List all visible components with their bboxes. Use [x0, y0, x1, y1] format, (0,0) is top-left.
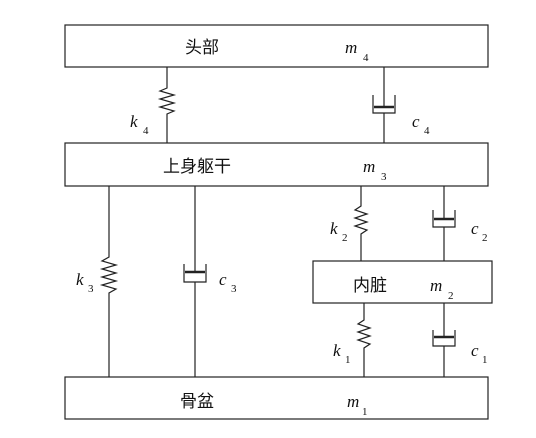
c2-symbol: c — [471, 219, 479, 238]
head-block: 头部 m 4 — [64, 24, 489, 68]
damper-c2: c 2 — [432, 186, 488, 261]
k4-subscript: 4 — [143, 125, 149, 137]
c4-subscript: 4 — [424, 125, 430, 137]
c1-symbol: c — [471, 341, 479, 360]
damper-c3: c 3 — [183, 186, 237, 377]
head-mass-symbol: m — [345, 38, 357, 57]
k2-symbol: k — [330, 219, 338, 238]
spring-k2: k 2 — [330, 186, 369, 261]
pelvis-mass-subscript: 1 — [362, 406, 368, 418]
pelvis-mass-symbol: m — [347, 392, 359, 411]
spring-k4: k 4 — [130, 67, 177, 143]
k4-symbol: k — [130, 112, 138, 131]
c3-subscript: 3 — [231, 283, 237, 295]
viscera-label: 内脏 — [353, 276, 387, 296]
k1-subscript: 1 — [345, 354, 351, 366]
damper-c1: c 1 — [432, 303, 488, 377]
pelvis-block: 骨盆 m 1 — [64, 376, 489, 420]
head-mass-subscript: 4 — [363, 52, 369, 64]
torso-label: 上身躯干 — [163, 157, 231, 177]
damper-c4: c 4 — [372, 67, 430, 143]
torso-mass-subscript: 3 — [381, 171, 387, 183]
c3-symbol: c — [219, 270, 227, 289]
viscera-mass-subscript: 2 — [448, 290, 454, 302]
c4-symbol: c — [412, 112, 420, 131]
torso-mass-symbol: m — [363, 157, 375, 176]
pelvis-label: 骨盆 — [180, 392, 214, 412]
k3-symbol: k — [76, 270, 84, 289]
viscera-block: 内脏 m 2 — [312, 260, 493, 304]
head-label: 头部 — [185, 38, 219, 58]
k1-symbol: k — [333, 341, 341, 360]
c2-subscript: 2 — [482, 232, 488, 244]
viscera-mass-symbol: m — [430, 276, 442, 295]
k3-subscript: 3 — [88, 283, 94, 295]
spring-k3: k 3 — [76, 186, 119, 377]
torso-block: 上身躯干 m 3 — [64, 142, 489, 187]
c1-subscript: 1 — [482, 354, 488, 366]
spring-k1: k 1 — [333, 303, 372, 377]
k2-subscript: 2 — [342, 232, 348, 244]
